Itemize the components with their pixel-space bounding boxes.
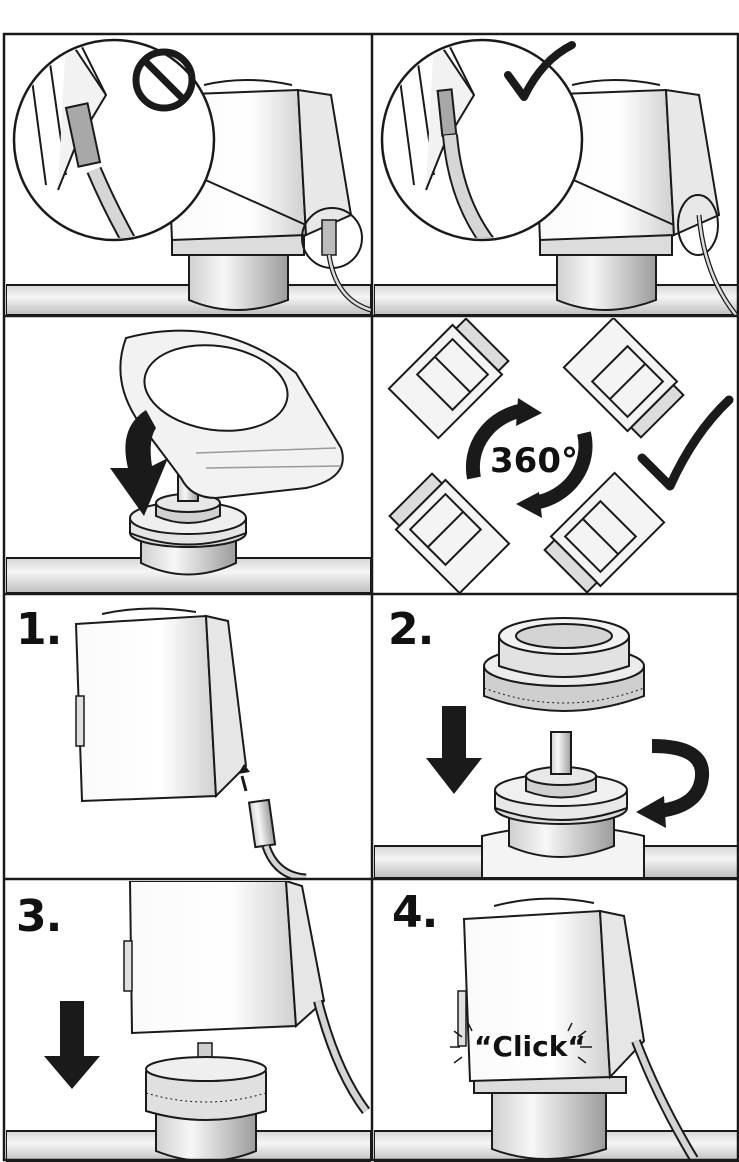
panel-adapter-ring	[6, 318, 371, 593]
rotation-degree-label: 360°	[490, 441, 578, 481]
magnifier-circle	[380, 38, 584, 242]
down-arrow-icon	[426, 706, 482, 794]
rotate-arrow-icon	[636, 739, 709, 828]
actuator-body	[74, 614, 218, 803]
valve-pin	[550, 731, 572, 775]
cable-connector	[247, 798, 277, 849]
panel-step-1: 1.	[6, 596, 371, 878]
panel-cable-wrong	[6, 35, 371, 315]
adapter-ring-drawing	[6, 329, 371, 593]
actuator-orientation-ne	[562, 318, 685, 439]
click-sound-label: “Click“	[474, 1030, 586, 1063]
panel-step-3: 3.	[6, 881, 371, 1162]
actuator-correct-cable-drawing	[374, 38, 739, 315]
actuator-wrong-cable-drawing	[6, 38, 371, 315]
down-arrow-icon	[44, 1001, 100, 1089]
actuator-body	[128, 881, 298, 1035]
panel-cable-correct	[374, 35, 739, 315]
panel-rotation: 360°	[374, 318, 739, 593]
step-number: 1.	[16, 604, 62, 655]
actuator-orientation-sw	[388, 472, 511, 593]
panel-step-2: 2.	[374, 596, 739, 878]
valve-base	[491, 1091, 607, 1160]
valve-base	[188, 254, 289, 311]
step-number: 4.	[392, 887, 438, 938]
step-number: 3.	[16, 891, 62, 942]
valve-base	[556, 254, 657, 311]
step-number: 2.	[388, 604, 434, 655]
panel-step-4: 4. “Click“	[374, 881, 739, 1162]
